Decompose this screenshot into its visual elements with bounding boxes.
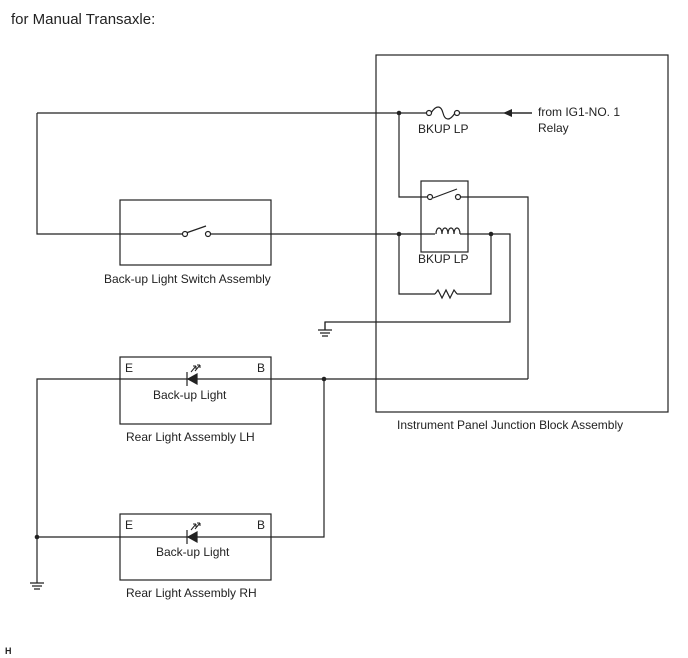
- fuse-terminal-left: [425, 109, 433, 117]
- ig1-arrow-head: [503, 109, 512, 117]
- relay-contact-left: [426, 193, 434, 201]
- relay-box: [420, 180, 469, 253]
- footer-code: H: [5, 646, 12, 656]
- lh-pin-e: E: [125, 361, 134, 375]
- rear-light-lh-box: [119, 356, 272, 425]
- wire-relay-output: [460, 196, 529, 379]
- rh-lamp-label: Back-up Light: [156, 545, 230, 559]
- rear-light-lh-label: Rear Light Assembly LH: [126, 430, 255, 444]
- fuse-label: BKUP LP: [418, 122, 469, 136]
- ig1-source-line2: Relay: [538, 121, 569, 135]
- wire-lh-e: [36, 378, 120, 583]
- wire-resistor-right: [457, 234, 492, 295]
- diagram-heading: for Manual Transaxle:: [11, 11, 156, 28]
- wire-resistor-left: [398, 234, 435, 295]
- switch-assembly-label: Back-up Light Switch Assembly: [104, 272, 271, 286]
- lh-lamp-label: Back-up Light: [153, 388, 227, 402]
- relay-label: BKUP LP: [418, 252, 469, 266]
- lh-led-symbol: [186, 372, 198, 386]
- wire-coil-right: [324, 233, 511, 330]
- fuse-symbol: [430, 106, 456, 120]
- switch-contact-left: [181, 230, 189, 238]
- rear-light-rh-box: [119, 513, 272, 581]
- wire-left-loop: [36, 113, 183, 235]
- ground-lower: [30, 582, 44, 590]
- lh-pin-b: B: [257, 361, 266, 375]
- ig1-source-line1: from IG1-NO. 1: [538, 105, 621, 119]
- ground-upper: [318, 322, 332, 337]
- rear-light-rh-label: Rear Light Assembly RH: [126, 586, 257, 600]
- rh-pin-b: B: [257, 518, 266, 532]
- wire-relay-contact-feed: [398, 113, 427, 198]
- junction-dot: [321, 376, 327, 382]
- switch-assembly-box: [119, 199, 272, 266]
- junction-dot: [34, 534, 40, 540]
- fuse-terminal-right: [453, 109, 461, 117]
- lh-led-rays: [190, 364, 201, 373]
- rh-led-rays: [190, 522, 201, 531]
- junction-dot: [488, 231, 494, 237]
- resistor-symbol: [434, 288, 458, 300]
- switch-arm: [185, 225, 207, 234]
- junction-block-label: Instrument Panel Junction Block Assembly: [397, 418, 624, 432]
- wire-rear-light-feed: [271, 378, 528, 538]
- junction-dot: [396, 231, 402, 237]
- relay-switch-arm: [432, 188, 458, 199]
- junction-dot: [396, 110, 402, 116]
- relay-contact-right: [454, 193, 462, 201]
- rh-pin-e: E: [125, 518, 134, 532]
- relay-coil-symbol: [435, 227, 461, 235]
- switch-contact-right: [204, 230, 212, 238]
- rh-led-symbol: [186, 530, 198, 544]
